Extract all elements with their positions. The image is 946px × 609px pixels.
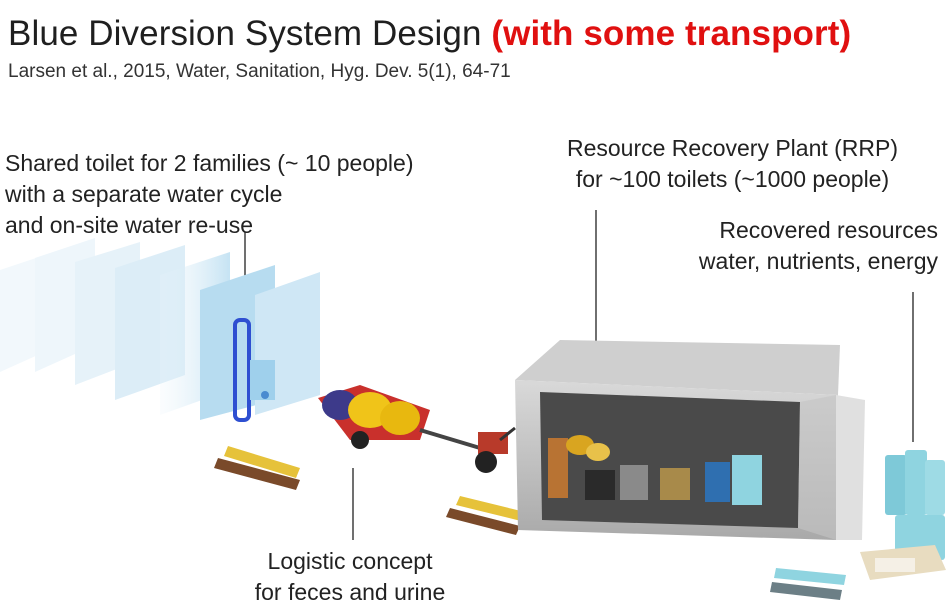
logistic-label: Logistic concept for feces and urine [215, 546, 485, 608]
container-flow-arrows [446, 496, 525, 535]
urine-arrow-icon [224, 446, 300, 478]
page-title: Blue Diversion System Design (with some … [8, 14, 851, 54]
toilet-label-line-2: with a separate water cycle [5, 181, 283, 207]
cart-icon [318, 385, 516, 473]
toilet-label: Shared toilet for 2 families (~ 10 peopl… [5, 148, 413, 241]
toilet-flow-arrows [214, 446, 300, 490]
recovered-label: Recovered resources water, nutrients, en… [699, 215, 938, 277]
water-arrow-icon-2 [770, 582, 842, 600]
toilet-icon [0, 238, 320, 422]
feces-arrow-icon-2 [446, 508, 520, 535]
rrp-label: Resource Recovery Plant (RRP) for ~100 t… [520, 133, 945, 195]
feces-arrow-icon [214, 458, 300, 490]
toilet-label-line-3: and on-site water re-use [5, 212, 254, 238]
toilet-label-line-1: Shared toilet for 2 families (~ 10 peopl… [5, 150, 414, 176]
water-arrow-icon [774, 568, 846, 585]
resources-icon [860, 450, 946, 580]
water-flow-arrows [770, 568, 846, 600]
urine-arrow-icon-2 [456, 496, 525, 521]
title-accent: (with some transport) [491, 14, 852, 53]
recovered-label-line-2: water, nutrients, energy [698, 248, 938, 274]
logistic-label-line-2: for feces and urine [254, 579, 446, 605]
page-subtitle: Larsen et al., 2015, Water, Sanitation, … [8, 61, 511, 82]
rrp-label-line-2: for ~100 toilets (~1000 people) [575, 166, 890, 192]
title-main: Blue Diversion System Design [8, 14, 482, 53]
logistic-label-line-1: Logistic concept [267, 548, 433, 574]
recovered-label-line-1: Recovered resources [719, 217, 938, 243]
rrp-label-line-1: Resource Recovery Plant (RRP) [566, 135, 899, 161]
container-icon [515, 340, 865, 540]
